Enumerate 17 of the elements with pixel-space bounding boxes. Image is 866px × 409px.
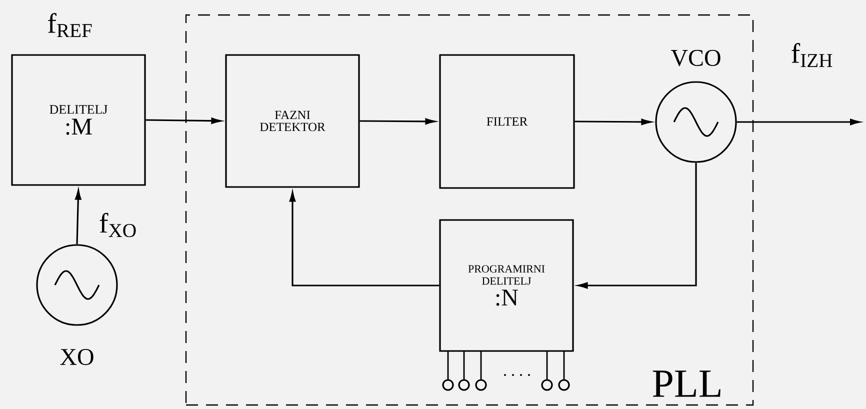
signal-label: XO [60, 348, 94, 366]
block-box: PROGRAMIRNI DELITELJ :N [439, 219, 574, 352]
signal-label: VCO [670, 50, 720, 66]
arrow [574, 118, 652, 126]
block-box: FAZNI DETEKTOR [225, 54, 360, 188]
signal-label: f$_{REF}$ [48, 13, 92, 37]
arrow [360, 118, 436, 125]
oscillator-symbol [655, 81, 737, 163]
arrow [146, 118, 222, 124]
arrow [75, 190, 82, 244]
edge-label: f$_{XO}$ [100, 212, 136, 238]
edge-label: f$_{IZH}$ [792, 43, 832, 67]
block-box: FILTER [439, 54, 575, 189]
oscillator-symbol [36, 244, 118, 326]
arrow [578, 162, 697, 289]
block-box: DELITELJ :M [11, 54, 146, 186]
arrow [289, 192, 440, 286]
